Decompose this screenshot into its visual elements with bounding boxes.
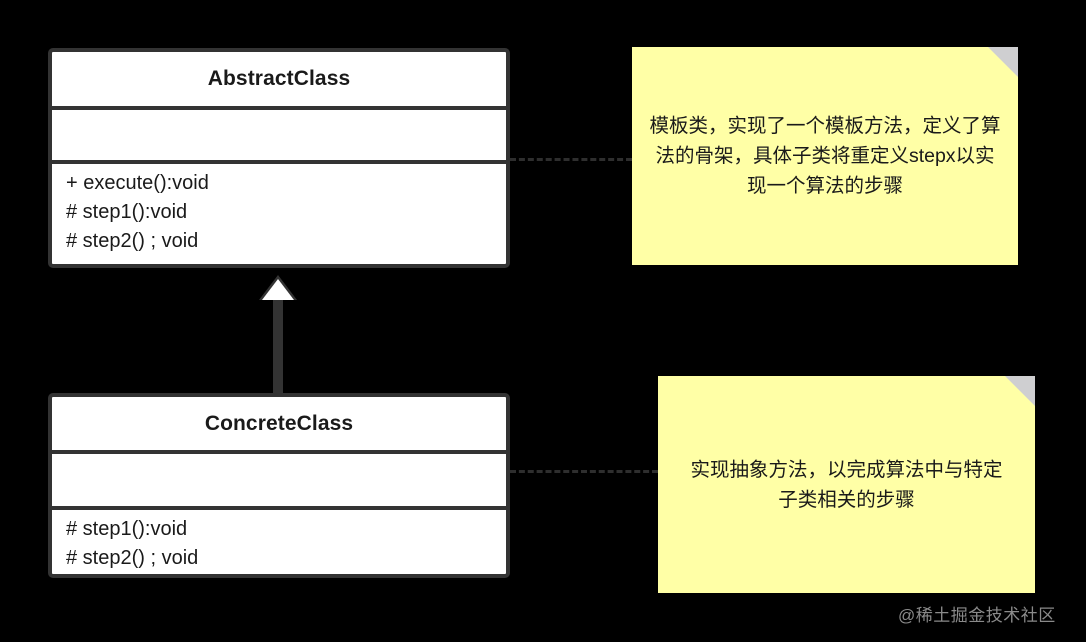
uml-class-concreteclass-methods: # step1():void # step2() ; void <box>52 510 506 573</box>
uml-class-concreteclass[interactable]: ConcreteClass # step1():void # step2() ;… <box>48 393 510 578</box>
watermark-text: @稀土掘金技术社区 <box>898 606 1056 625</box>
uml-class-abstractclass-attributes <box>52 110 506 164</box>
uml-note-abstractclass[interactable]: 模板类，实现了一个模板方法，定义了算法的骨架，具体子类将重定义stepx以实现一… <box>632 47 1018 265</box>
generalization-line <box>273 298 283 393</box>
uml-method-row: # step2() ; void <box>66 230 199 252</box>
uml-note-concreteclass[interactable]: 实现抽象方法，以完成算法中与特定子类相关的步骤 <box>658 376 1035 593</box>
uml-class-concreteclass-attributes <box>52 454 506 510</box>
uml-class-abstractclass-title: AbstractClass <box>52 52 506 110</box>
uml-class-abstractclass-methods: + execute():void # step1():void # step2(… <box>52 164 506 256</box>
uml-method-row: + execute():void <box>66 172 209 194</box>
uml-method-row: # step2() ; void <box>66 547 199 569</box>
uml-note-concreteclass-text: 实现抽象方法，以完成算法中与特定子类相关的步骤 <box>690 458 1003 511</box>
note-fold-corner-icon <box>1005 376 1035 406</box>
uml-class-concreteclass-title: ConcreteClass <box>52 397 506 454</box>
note-fold-corner-icon <box>988 47 1018 77</box>
uml-class-abstractclass[interactable]: AbstractClass + execute():void # step1()… <box>48 48 510 268</box>
uml-note-abstractclass-text: 模板类，实现了一个模板方法，定义了算法的骨架，具体子类将重定义stepx以实现一… <box>649 115 1001 197</box>
uml-method-row: # step1():void <box>66 518 188 540</box>
note-link-concreteclass <box>510 470 658 473</box>
generalization-arrowhead <box>262 279 294 300</box>
uml-method-row: # step1():void <box>66 201 188 223</box>
note-link-abstractclass <box>510 158 632 161</box>
